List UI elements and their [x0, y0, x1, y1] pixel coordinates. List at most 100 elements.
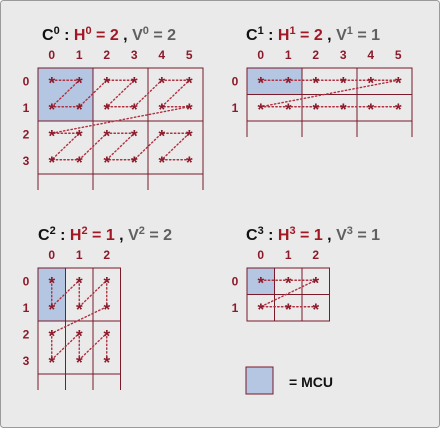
column-label: 4 [367, 48, 374, 62]
sample-star: * [285, 100, 292, 119]
sample-star: * [76, 100, 83, 119]
column-label: 3 [131, 48, 138, 62]
sample-star: * [340, 100, 347, 119]
row-label: 0 [23, 74, 30, 88]
sample-star: * [76, 273, 83, 292]
legend-mcu-label: = MCU [289, 374, 333, 390]
column-label: 4 [158, 48, 165, 62]
sample-star: * [186, 100, 193, 119]
sample-star: * [76, 153, 83, 172]
sample-star: * [285, 300, 292, 319]
column-label: 2 [103, 248, 110, 262]
row-label: 2 [23, 127, 30, 141]
sample-star: * [48, 100, 55, 119]
sample-star: * [158, 73, 165, 92]
sample-star: * [257, 300, 264, 319]
component-panel-c3: C3 : H3 = 1 , V3 = 1 0 1 2 0 1 * * * * * * [232, 225, 380, 322]
sample-star: * [312, 73, 319, 92]
component-title: C1 : H1 = 2 , V1 = 1 [246, 25, 380, 44]
scan-order-path [50, 79, 191, 161]
row-label: 1 [23, 101, 30, 115]
row-label: 1 [23, 301, 30, 315]
column-label: 1 [285, 248, 292, 262]
sample-star: * [76, 353, 83, 372]
sample-star: * [76, 300, 83, 319]
column-label: 1 [285, 48, 292, 62]
column-label: 1 [76, 48, 83, 62]
row-label: 3 [23, 354, 30, 368]
sample-star: * [103, 153, 110, 172]
mcu-highlight [38, 68, 93, 121]
column-label: 2 [103, 48, 110, 62]
component-title: C2 : H2 = 1 , V2 = 2 [38, 225, 172, 244]
sample-star: * [395, 73, 402, 92]
legend-mcu-swatch [245, 366, 274, 395]
row-label: 2 [23, 327, 30, 341]
row-label: 1 [232, 301, 239, 315]
sample-star: * [257, 100, 264, 119]
sample-star: * [48, 300, 55, 319]
column-label: 2 [312, 48, 319, 62]
sample-star: * [103, 300, 110, 319]
sample-star: * [312, 273, 319, 292]
column-label: 0 [257, 48, 264, 62]
sample-star: * [131, 100, 138, 119]
sample-star: * [76, 73, 83, 92]
sample-star: * [186, 126, 193, 145]
sample-star: * [186, 153, 193, 172]
column-label: 2 [312, 248, 319, 262]
sample-star: * [48, 353, 55, 372]
sample-star: * [285, 273, 292, 292]
mcu-highlight [247, 268, 275, 295]
component-title: C0 : H0 = 2 , V0 = 2 [42, 25, 176, 44]
sample-star: * [103, 326, 110, 345]
sample-star: * [131, 126, 138, 145]
mcu-highlight [247, 68, 302, 95]
legend: = MCU [245, 366, 333, 395]
column-label: 3 [340, 48, 347, 62]
row-label: 1 [232, 101, 239, 115]
component-title: C3 : H3 = 1 , V3 = 1 [246, 225, 380, 244]
sample-star: * [367, 100, 374, 119]
sample-star: * [103, 126, 110, 145]
sample-star: * [158, 100, 165, 119]
sample-star: * [312, 100, 319, 119]
row-label: 0 [232, 274, 239, 288]
row-label: 0 [232, 74, 239, 88]
sample-star: * [186, 73, 193, 92]
sample-star: * [48, 73, 55, 92]
column-label: 0 [257, 248, 264, 262]
sample-star: * [76, 126, 83, 145]
sample-star: * [285, 73, 292, 92]
sample-star: * [158, 126, 165, 145]
sample-star: * [103, 100, 110, 119]
column-label: 0 [48, 248, 55, 262]
scan-order-path [260, 279, 317, 308]
sample-star: * [103, 273, 110, 292]
sample-star: * [48, 326, 55, 345]
sample-star: * [131, 73, 138, 92]
scan-order-path [51, 278, 108, 362]
row-label: 0 [23, 274, 30, 288]
sample-star: * [158, 153, 165, 172]
column-label: 5 [395, 48, 402, 62]
sample-star: * [48, 153, 55, 172]
sample-star: * [48, 126, 55, 145]
sample-star: * [48, 273, 55, 292]
column-label: 0 [48, 48, 55, 62]
sample-star: * [257, 273, 264, 292]
column-label: 1 [76, 248, 83, 262]
sample-star: * [367, 73, 374, 92]
mcu-highlight [38, 268, 66, 321]
sample-star: * [257, 73, 264, 92]
scan-order-path [260, 79, 399, 108]
column-label: 5 [186, 48, 193, 62]
sample-star: * [312, 300, 319, 319]
sample-star: * [340, 73, 347, 92]
sample-star: * [76, 326, 83, 345]
sample-star: * [395, 100, 402, 119]
